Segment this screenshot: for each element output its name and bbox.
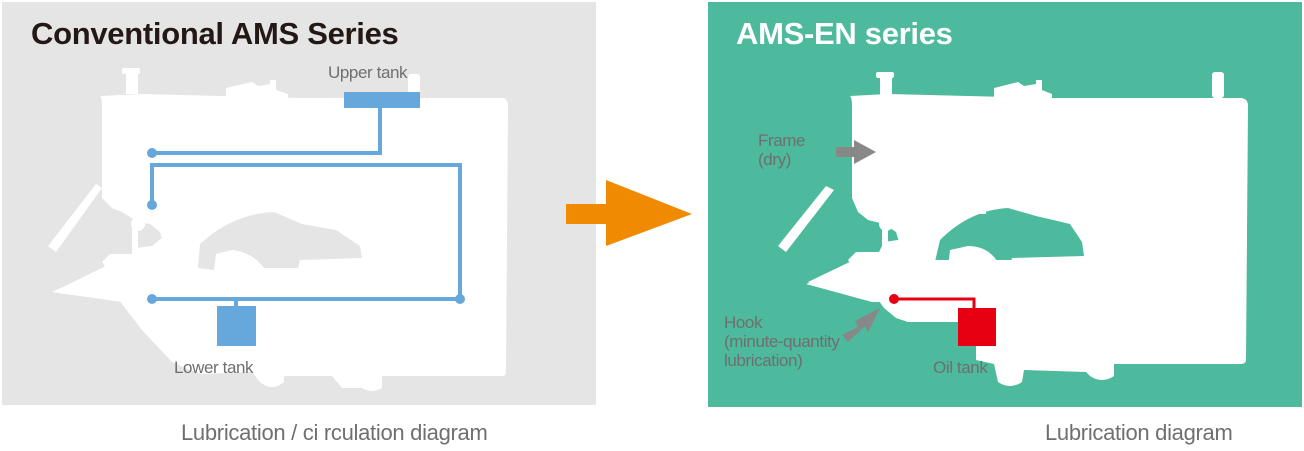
hook-pointer-arrow-icon	[842, 308, 880, 342]
work-clamp-arm	[48, 184, 102, 252]
upper-tank-shape	[344, 92, 420, 108]
sewing-machine-silhouette	[778, 72, 1248, 386]
conventional-nodes	[147, 92, 465, 346]
pointer-arrows	[836, 140, 880, 342]
frame-label-line2: (dry)	[758, 150, 791, 169]
en-lubrication-circuit	[889, 294, 996, 346]
upper-feed-line	[152, 107, 382, 155]
thread-tension-knob	[880, 74, 892, 98]
needle-bar	[882, 228, 888, 258]
circulation-return-line	[150, 163, 462, 301]
arrow-right-icon	[566, 180, 692, 246]
hook-label-line1: Hook	[724, 313, 763, 332]
upper-tank-label: Upper tank	[328, 63, 408, 82]
hook-label: Hook (minute-quantity lubrication)	[724, 313, 840, 370]
sewing-machine-silhouette	[48, 68, 508, 391]
feed-plate	[102, 254, 160, 268]
thread-tension-knob	[126, 70, 138, 94]
work-clamp-arm	[778, 186, 834, 252]
hook-oil-line	[894, 297, 976, 310]
oil-point-hook	[147, 294, 157, 304]
hook-label-line2: (minute-quantity	[724, 332, 840, 351]
handwheel-knob	[1212, 72, 1224, 98]
oil-tank-label: Oil tank	[933, 358, 988, 377]
ams-en-panel: AMS-EN series Frame (dry) Hook (minute-q…	[708, 2, 1302, 407]
conventional-panel: Conventional AMS Series Upper tank Lower…	[2, 2, 596, 405]
needle-bar	[132, 228, 138, 258]
conventional-machine-diagram	[48, 68, 508, 391]
ams-en-machine-diagram	[778, 72, 1248, 386]
feed-plate	[848, 252, 914, 266]
hook-label-line3: lubrication)	[724, 351, 803, 370]
bobbin-winder	[226, 80, 288, 98]
ams-en-title: AMS-EN series	[736, 16, 953, 51]
oil-tank-shape	[958, 308, 996, 346]
conventional-caption: Lubrication / ci rculation diagram	[181, 420, 488, 445]
oil-point-junction	[455, 294, 465, 304]
frame-label: Frame (dry)	[758, 131, 806, 169]
lower-tank-shape	[217, 306, 256, 346]
frame-pointer-arrow-icon	[836, 140, 876, 164]
oil-point-upper	[147, 148, 157, 158]
ams-en-caption: Lubrication diagram	[1045, 420, 1233, 445]
conventional-title: Conventional AMS Series	[31, 16, 399, 51]
lower-tank-label: Lower tank	[174, 358, 254, 377]
bobbin-winder	[994, 80, 1052, 98]
oil-point-hook	[889, 294, 899, 304]
frame-label-line1: Frame	[758, 131, 806, 150]
oil-point-needle	[147, 200, 157, 210]
